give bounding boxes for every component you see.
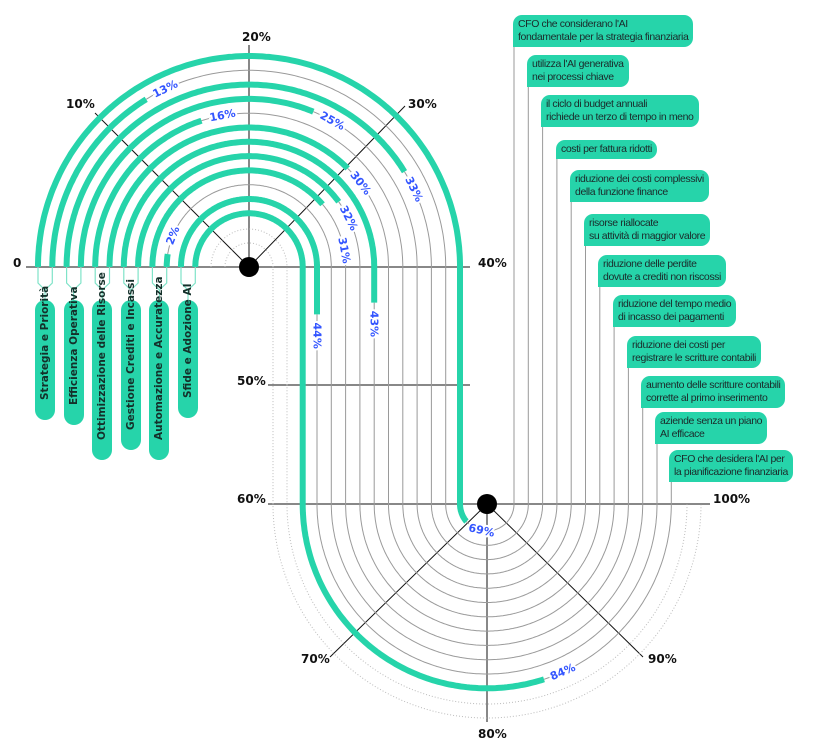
series-label: CFO che desidera l'AI per la pianificazi… — [669, 450, 793, 482]
tick-30: 30% — [408, 97, 437, 111]
series-label: aumento delle scritture contabili corret… — [641, 376, 786, 408]
value-label: 69% — [467, 521, 496, 539]
track-remainder — [201, 112, 572, 589]
value-label: 44% — [310, 323, 323, 349]
track-bar — [120, 138, 378, 303]
value-label: 43% — [368, 311, 381, 337]
category-bracket — [94, 267, 111, 300]
value-labels: 69%13%33%25%16%30%43%32%31%2%44%84% — [149, 75, 580, 685]
tracks — [35, 47, 702, 719]
category-label: Gestione Crediti e Incassi — [124, 278, 137, 430]
category-brackets — [37, 267, 196, 300]
dotted-guide-track — [210, 228, 688, 705]
track-remainder — [313, 111, 558, 575]
track-bar — [149, 167, 325, 267]
series-label: costi per fattura ridotti — [556, 140, 657, 159]
track-bar — [63, 81, 408, 267]
track-bar — [106, 124, 350, 267]
category-pill: Strategia e Priorità — [35, 286, 55, 420]
tick-50: 50% — [237, 374, 266, 388]
dotted-guide-track — [224, 242, 702, 719]
track-bar — [77, 95, 315, 267]
value-label: 31% — [335, 236, 353, 264]
tick-60: 60% — [237, 492, 266, 506]
category-label: Automazione e Accuratezza — [153, 276, 166, 440]
axis-line-90 — [486, 503, 644, 658]
series-label: utilizza l'AI generativa nei processi ch… — [527, 55, 629, 87]
tick-10: 10% — [66, 97, 95, 111]
track-remainder — [322, 203, 629, 646]
track-remainder — [167, 184, 644, 661]
category-pill: Ottimizzazione delle Risorse — [92, 272, 113, 460]
track-remainder — [316, 314, 658, 675]
track-remainder — [373, 287, 601, 618]
tick-70: 70% — [301, 652, 330, 666]
series-label: riduzione delle perdite dovute a crediti… — [598, 255, 726, 287]
track-bar — [92, 117, 203, 267]
series-label: aziende senza un piano AI efficace — [655, 412, 768, 444]
track-bar — [163, 253, 171, 267]
category-bracket — [66, 267, 82, 300]
category-pill: Efficienza Operativa — [63, 286, 84, 425]
track-remainder — [466, 47, 515, 532]
series-label: riduzione del tempo medio di incasso dei… — [613, 295, 737, 327]
tick-0: 0 — [13, 256, 21, 270]
tick-90: 90% — [648, 652, 677, 666]
track-remainder — [404, 127, 544, 561]
value-label: 2% — [164, 224, 183, 246]
track-remainder — [543, 482, 672, 680]
bottom-center-dot — [477, 494, 497, 514]
series-label: CFO che considerano l'AI fondamentale pe… — [513, 15, 694, 47]
value-label: 16% — [208, 107, 236, 125]
track-bar — [135, 153, 342, 267]
category-label: Efficienza Operativa — [67, 286, 80, 405]
series-label: il ciclo di budget annuali richiede un t… — [541, 95, 699, 127]
series-label: riduzione dei costi per registrare le sc… — [627, 336, 761, 368]
category-label: Sfide e Adozione AI — [182, 283, 194, 398]
value-label: 84% — [548, 661, 577, 683]
track-bar — [192, 210, 545, 692]
value-label: 33% — [402, 175, 425, 204]
tick-100: 100% — [713, 492, 750, 506]
category-pill: Automazione e Accuratezza — [149, 276, 170, 460]
series-label: riduzione dei costi complessivi della fu… — [570, 170, 709, 202]
track-bar — [178, 196, 320, 315]
track-remainder — [145, 69, 529, 546]
category-label: Ottimizzazione delle Risorse — [96, 272, 109, 440]
category-pill: Gestione Crediti e Incassi — [120, 279, 141, 450]
track-bar — [35, 53, 469, 524]
tick-20: 20% — [242, 30, 271, 44]
tick-40: 40% — [478, 256, 507, 270]
track-remainder — [347, 168, 586, 603]
track-remainder — [338, 201, 615, 632]
top-center-dot — [239, 257, 259, 277]
category-bracket — [151, 267, 168, 300]
category-label: Strategia e Priorità — [39, 285, 51, 400]
category-bracket — [123, 267, 139, 300]
category-bracket — [180, 267, 196, 300]
category-pill: Sfide e Adozione AI — [178, 284, 198, 418]
series-label: risorse riallocate su attività di maggio… — [584, 214, 711, 246]
track-bar — [49, 96, 148, 267]
tick-80: 80% — [478, 727, 507, 741]
category-bracket — [37, 267, 53, 300]
